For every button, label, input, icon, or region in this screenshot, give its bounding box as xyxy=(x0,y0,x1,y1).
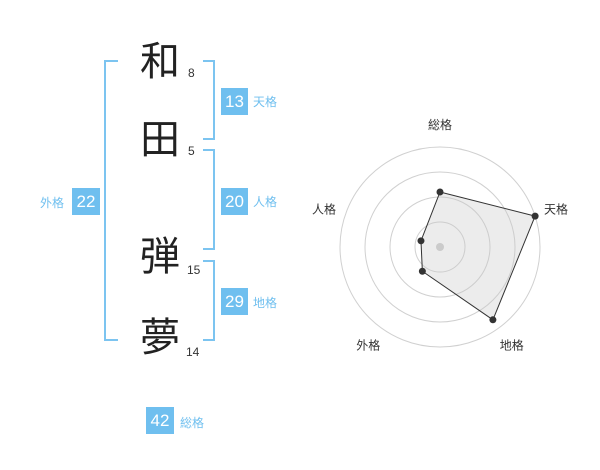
radar-data-point xyxy=(531,212,539,220)
chikaku-bracket xyxy=(203,260,215,341)
jinkaku-value: 20 xyxy=(221,188,248,215)
stroke-count-4: 14 xyxy=(186,345,200,359)
stroke-count-2: 5 xyxy=(188,144,195,158)
stroke-count-3: 15 xyxy=(187,263,201,277)
radar-axis-label: 外格 xyxy=(356,338,380,353)
radar-axis-label: 総格 xyxy=(428,117,452,132)
radar-center-dot xyxy=(436,243,444,251)
radar-grid-ring xyxy=(414,221,466,273)
tenkaku-label: 天格 xyxy=(253,95,278,109)
radar-axis-label: 天格 xyxy=(544,201,568,216)
gaikaku-value: 22 xyxy=(72,188,100,215)
radar-data-point xyxy=(417,237,425,245)
jinkaku-label: 人格 xyxy=(253,195,278,209)
radar-grid-ring xyxy=(389,196,491,298)
gaikaku-label: 外格 xyxy=(40,196,65,210)
kanji-1: 和 xyxy=(140,39,180,85)
jinkaku-bracket xyxy=(203,149,215,250)
chikaku-value: 29 xyxy=(221,288,248,315)
radar-data-point xyxy=(489,316,497,324)
kanji-2: 田 xyxy=(140,117,180,163)
soukaku-label: 総格 xyxy=(180,416,205,430)
radar-data-point xyxy=(436,188,444,196)
chikaku-label: 地格 xyxy=(253,296,278,310)
soukaku-value: 42 xyxy=(146,407,174,434)
stroke-count-1: 8 xyxy=(188,66,195,80)
kanji-3: 弾 xyxy=(140,234,180,280)
radar-data-point xyxy=(418,267,426,275)
radar-grid-ring xyxy=(364,171,516,323)
radar-data-polygon xyxy=(420,191,536,321)
radar-axis-label: 地格 xyxy=(500,338,524,353)
gaikaku-bracket xyxy=(104,60,118,341)
radar-grid-ring xyxy=(339,146,541,348)
tenkaku-value: 13 xyxy=(221,88,248,115)
tenkaku-bracket xyxy=(203,60,215,140)
radar-axis-label: 人格 xyxy=(312,201,336,216)
kanji-4: 夢 xyxy=(140,315,180,361)
